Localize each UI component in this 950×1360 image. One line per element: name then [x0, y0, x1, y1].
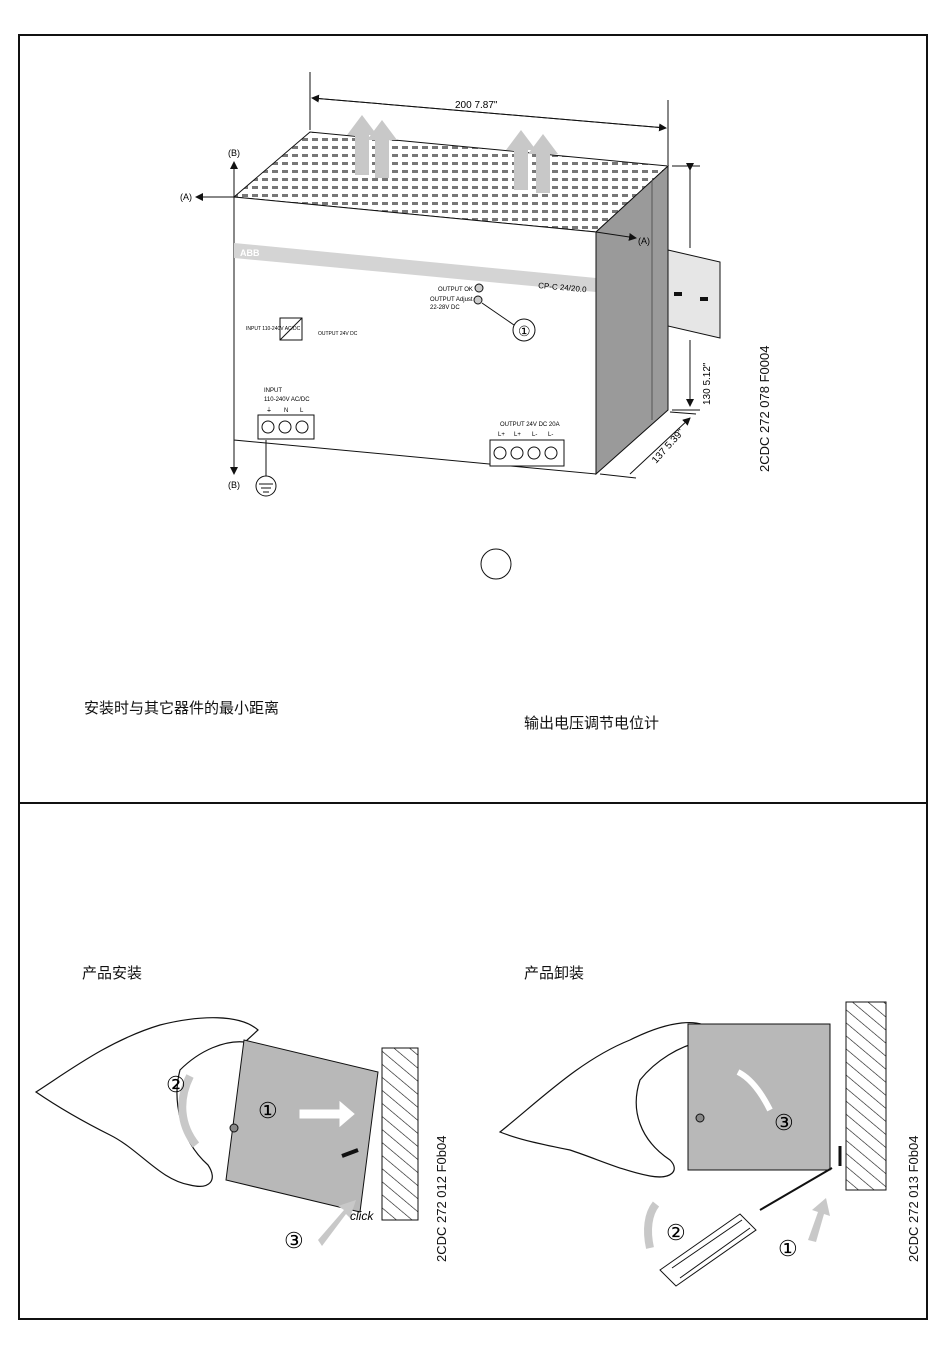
doc-code-install: 2CDC 272 012 F0b04: [434, 1136, 449, 1262]
caption-potentiometer: 输出电压调节电位计: [524, 712, 659, 733]
install-step-3: ③: [284, 1228, 304, 1253]
click-label: click: [350, 1209, 374, 1223]
removal-step-1: ①: [778, 1236, 798, 1261]
svg-text:OUTPUT 24V DC 20A: OUTPUT 24V DC 20A: [500, 422, 560, 428]
svg-text:OUTPUT 24V DC: OUTPUT 24V DC: [318, 331, 358, 337]
install-title: 产品安装: [82, 962, 142, 983]
removal-step-3: ③: [774, 1110, 794, 1135]
svg-text:(B): (B): [228, 480, 240, 490]
svg-text:(A): (A): [638, 236, 650, 246]
svg-text:N: N: [284, 408, 288, 414]
install-removal-drawings: click ① ② ③ ① ② ③: [0, 990, 950, 1350]
doc-code-top: 2CDC 272 078 F0004: [757, 346, 772, 472]
install-step-2: ②: [166, 1072, 186, 1097]
install-hand: [36, 1018, 258, 1187]
svg-text:OUTPUT OK: OUTPUT OK: [438, 287, 473, 293]
caption-min-distance: 安装时与其它器件的最小距离: [84, 697, 279, 718]
din-rail: [668, 250, 720, 338]
svg-text:L+: L+: [498, 432, 505, 438]
svg-text:L-: L-: [548, 432, 553, 438]
removal-hand: [500, 1023, 712, 1177]
removal-step-2: ②: [666, 1220, 686, 1245]
brand-logo: ABB: [240, 248, 260, 258]
svg-text:INPUT: INPUT: [264, 388, 282, 394]
svg-text:130 5.12": 130 5.12": [702, 362, 713, 405]
svg-text:OUTPUT Adjust: OUTPUT Adjust: [430, 297, 473, 303]
install-device: [226, 1040, 378, 1212]
removal-device: [688, 1024, 830, 1170]
power-supply-drawing: 200 7.87" ABB CP-C 24/20.0 OUTPUT OK OUT…: [0, 0, 950, 800]
removal-wall: [846, 1002, 886, 1190]
install-step-1: ①: [258, 1098, 278, 1123]
voltage-potentiometer: [474, 296, 482, 304]
svg-text:137 5.39": 137 5.39": [650, 427, 687, 466]
svg-text:⏚: ⏚: [266, 407, 272, 414]
svg-text:L+: L+: [514, 432, 521, 438]
svg-text:22-28V DC: 22-28V DC: [430, 305, 460, 311]
svg-text:(A): (A): [180, 192, 192, 202]
width-label: 200 7.87": [455, 100, 498, 111]
svg-text:INPUT 110-240V AC/DC: INPUT 110-240V AC/DC: [246, 326, 301, 332]
svg-text:(B): (B): [228, 148, 240, 158]
svg-text:110-240V AC/DC: 110-240V AC/DC: [264, 397, 310, 403]
removal-title: 产品卸装: [524, 962, 584, 983]
empty-callout-circle: [481, 549, 511, 579]
doc-code-removal: 2CDC 272 013 F0b04: [906, 1136, 921, 1262]
screwdriver: [660, 1168, 832, 1286]
install-wall: [382, 1048, 418, 1220]
svg-text:L-: L-: [532, 432, 537, 438]
callout-1: ①: [518, 323, 531, 339]
